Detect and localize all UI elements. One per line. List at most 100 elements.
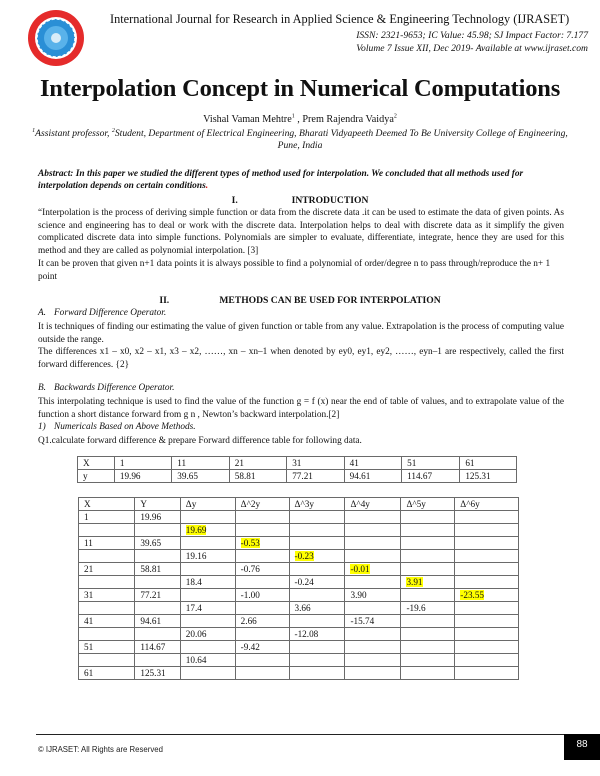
difference-table-cell bbox=[179, 588, 236, 602]
difference-table-cell bbox=[400, 510, 456, 524]
page-number: 88 bbox=[564, 734, 600, 760]
difference-table-cell bbox=[134, 549, 181, 563]
cell-value: 125.31 bbox=[140, 668, 166, 678]
difference-table-cell: 31 bbox=[77, 588, 136, 602]
difference-table-cell: -0.01 bbox=[344, 562, 402, 576]
author-sep: , bbox=[294, 114, 303, 125]
difference-table-cell: 3.90 bbox=[344, 588, 402, 602]
intro-paragraph-2: It can be proven that given n+1 data poi… bbox=[38, 259, 551, 282]
difference-table-cell bbox=[179, 614, 236, 628]
difference-table-cell bbox=[400, 627, 456, 641]
difference-table-cell bbox=[454, 510, 519, 524]
section-heading-introduction: I.INTRODUCTION bbox=[0, 195, 600, 206]
difference-table-cell bbox=[400, 666, 456, 680]
difference-table-cell bbox=[288, 536, 346, 550]
cell-value: 3.66 bbox=[294, 603, 311, 613]
difference-table-cell: -0.76 bbox=[234, 562, 290, 576]
difference-table-cell bbox=[454, 575, 519, 589]
difference-table-cell: 125.31 bbox=[134, 666, 181, 680]
difference-table-cell bbox=[234, 601, 290, 615]
difference-table-cell bbox=[234, 523, 290, 537]
difference-table-cell: -9.42 bbox=[234, 640, 290, 654]
numericals-label: 1) bbox=[38, 422, 46, 432]
section-number: I. bbox=[231, 195, 238, 206]
highlighted-cell-value: 3.91 bbox=[406, 577, 423, 587]
cell-value: -15.74 bbox=[350, 616, 375, 626]
difference-table-cell: 77.21 bbox=[134, 588, 181, 602]
difference-table-cell: 1 bbox=[77, 510, 136, 524]
affil-sup-1: 1 bbox=[32, 127, 36, 134]
difference-table-cell: 10.64 bbox=[179, 653, 236, 667]
data-table-cell: 11 bbox=[171, 456, 230, 470]
section-title: METHODS CAN BE USED FOR INTERPOLATION bbox=[219, 295, 441, 306]
difference-table-cell bbox=[288, 510, 346, 524]
subsection-heading-backward: B.Backwards Difference Operator. bbox=[38, 383, 174, 393]
data-table-cell: 61 bbox=[459, 456, 517, 470]
data-table-cell: y bbox=[77, 469, 115, 483]
author-2-sup: 2 bbox=[393, 113, 397, 120]
cell-value: 58.81 bbox=[140, 564, 162, 574]
volume-line: Volume 7 Issue XII, Dec 2019- Available … bbox=[356, 43, 588, 54]
seal-icon bbox=[28, 10, 84, 66]
difference-table-row: 31 77.21 -1.00 3.90 -23.55 bbox=[77, 588, 519, 602]
difference-table-cell bbox=[344, 601, 402, 615]
numericals-heading: 1) Numericals Based on Above Methods. bbox=[38, 422, 196, 432]
difference-table-cell bbox=[179, 536, 236, 550]
cell-value: 17.4 bbox=[185, 603, 202, 613]
difference-table-cell bbox=[344, 549, 402, 563]
issn-line: ISSN: 2321-9653; IC Value: 45.98; SJ Imp… bbox=[356, 30, 588, 41]
data-table-cell: 1 bbox=[113, 456, 173, 470]
difference-table-cell bbox=[400, 562, 456, 576]
difference-table-cell bbox=[288, 562, 346, 576]
difference-table-cell bbox=[400, 653, 456, 667]
author-1: Vishal Vaman Mehtre bbox=[203, 114, 292, 125]
difference-table-cell: 58.81 bbox=[134, 562, 181, 576]
difference-table-cell: 20.06 bbox=[179, 627, 236, 641]
forward-paragraph-2: The differences x1 – x0, x2 – x1, x3 – x… bbox=[38, 347, 564, 370]
affil-part-1: Assistant professor, bbox=[35, 128, 112, 139]
difference-table-cell bbox=[134, 575, 181, 589]
difference-table-cell: -15.74 bbox=[344, 614, 402, 628]
cell-value: 18.4 bbox=[185, 577, 202, 587]
difference-table-cell bbox=[344, 523, 402, 537]
difference-table-cell bbox=[77, 523, 136, 537]
cell-value: 2.66 bbox=[240, 616, 257, 626]
difference-table-row: 20.06 -12.08 bbox=[77, 627, 519, 641]
column-header: Y bbox=[134, 497, 181, 511]
column-header: Δ^5y bbox=[400, 497, 456, 511]
numericals-title: Numericals Based on Above Methods. bbox=[54, 422, 196, 432]
subsection-label: A. bbox=[38, 308, 47, 318]
difference-table-cell: 19.16 bbox=[179, 549, 236, 563]
author-2: Prem Rajendra Vaidya bbox=[302, 114, 394, 125]
cell-value: -19.6 bbox=[406, 603, 426, 613]
difference-table-cell: 61 bbox=[77, 666, 136, 680]
data-table-cell: 77.21 bbox=[286, 469, 345, 483]
cell-value: -0.76 bbox=[240, 564, 260, 574]
difference-table-cell bbox=[234, 549, 290, 563]
difference-table-cell: -1.00 bbox=[234, 588, 290, 602]
highlighted-cell-value: -0.01 bbox=[350, 564, 370, 574]
difference-table-row: 21 58.81 -0.76 -0.01 bbox=[77, 562, 519, 576]
journal-logo bbox=[26, 8, 86, 68]
cell-value: 3.90 bbox=[350, 590, 367, 600]
cell-value: 20.06 bbox=[185, 629, 207, 639]
difference-table-cell: 21 bbox=[77, 562, 136, 576]
data-table-cell: 94.61 bbox=[343, 469, 403, 483]
difference-table-cell bbox=[454, 549, 519, 563]
data-table-cell: X bbox=[77, 456, 115, 470]
section-number: II. bbox=[159, 295, 170, 306]
difference-table-cell bbox=[288, 640, 346, 654]
data-table-cell: 19.96 bbox=[113, 469, 173, 483]
data-table-cell: 39.65 bbox=[171, 469, 230, 483]
difference-table-cell bbox=[400, 523, 456, 537]
difference-table-cell: -23.55 bbox=[454, 588, 519, 602]
cell-value: -12.08 bbox=[294, 629, 319, 639]
difference-table-cell bbox=[454, 601, 519, 615]
forward-paragraph-1: It is techniques of finding our estimati… bbox=[38, 322, 564, 345]
backward-paragraph-1: This interpolating technique is used to … bbox=[38, 397, 564, 420]
cell-value: 77.21 bbox=[140, 590, 162, 600]
